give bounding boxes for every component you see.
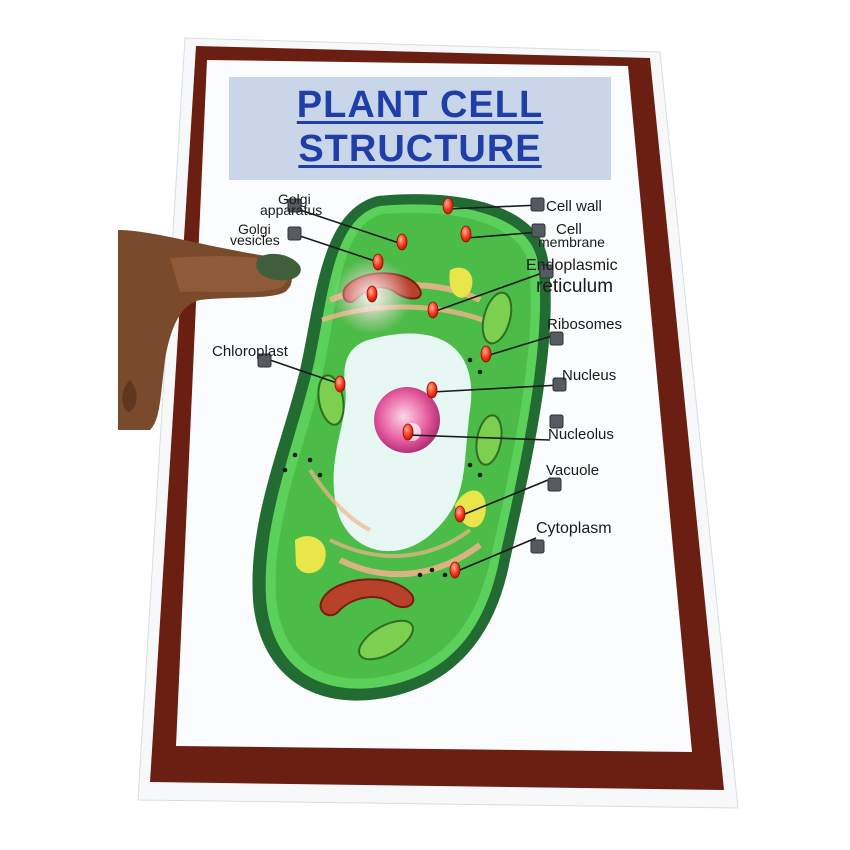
chloroplast: [481, 291, 513, 345]
label-nucleus: Nucleus: [562, 367, 617, 384]
switch-cytoplasm: [530, 539, 545, 554]
label-golgi-apparatus-2: apparatus: [260, 202, 323, 218]
switch-buttons: [257, 197, 567, 554]
label-cell-wall: Cell wall: [546, 198, 602, 215]
switch-cell-membrane: [531, 223, 546, 238]
switch-ribosomes: [549, 331, 564, 346]
led-lights: [334, 197, 492, 579]
label-vacuole: Vacuole: [546, 462, 600, 479]
leader-lines: [269, 204, 561, 573]
switch-golgi-vesicles: [287, 226, 302, 241]
label-golgi-vesicles-1: Golgi: [238, 221, 271, 237]
switch-nucleolus: [549, 414, 564, 429]
mitochondrion-bottom: [319, 578, 415, 617]
nucleus: [374, 387, 440, 453]
title-line-2: STRUCTURE: [298, 128, 542, 170]
switch-golgi-apparatus: [287, 198, 302, 213]
label-cell-membrane-1: Cell: [556, 221, 582, 238]
switch-nucleus: [552, 377, 567, 392]
label-golgi-vesicles-2: vesicles: [230, 232, 280, 248]
label-er-2: reticulum: [536, 276, 614, 297]
label-golgi-apparatus-1: Golgi: [278, 191, 311, 207]
fingernail: [256, 253, 301, 281]
label-chloroplast: Chloroplast: [212, 343, 288, 360]
switch-cell-wall: [530, 197, 545, 212]
label-cytoplasm: Cytoplasm: [536, 520, 612, 537]
label-nucleolus: Nucleolus: [548, 426, 614, 443]
switch-vacuole: [547, 477, 562, 492]
label-ribosomes: Ribosomes: [547, 316, 623, 333]
label-er-1: Endoplasmic: [526, 257, 618, 274]
label-cell-membrane-2: membrane: [538, 234, 605, 250]
title-band: [229, 77, 611, 180]
title-line-1: PLANT CELL: [296, 84, 544, 126]
cell-diagram: [252, 194, 551, 701]
hand-finger: [118, 230, 301, 430]
switch-er: [539, 264, 554, 279]
switch-chloroplast: [257, 353, 272, 368]
